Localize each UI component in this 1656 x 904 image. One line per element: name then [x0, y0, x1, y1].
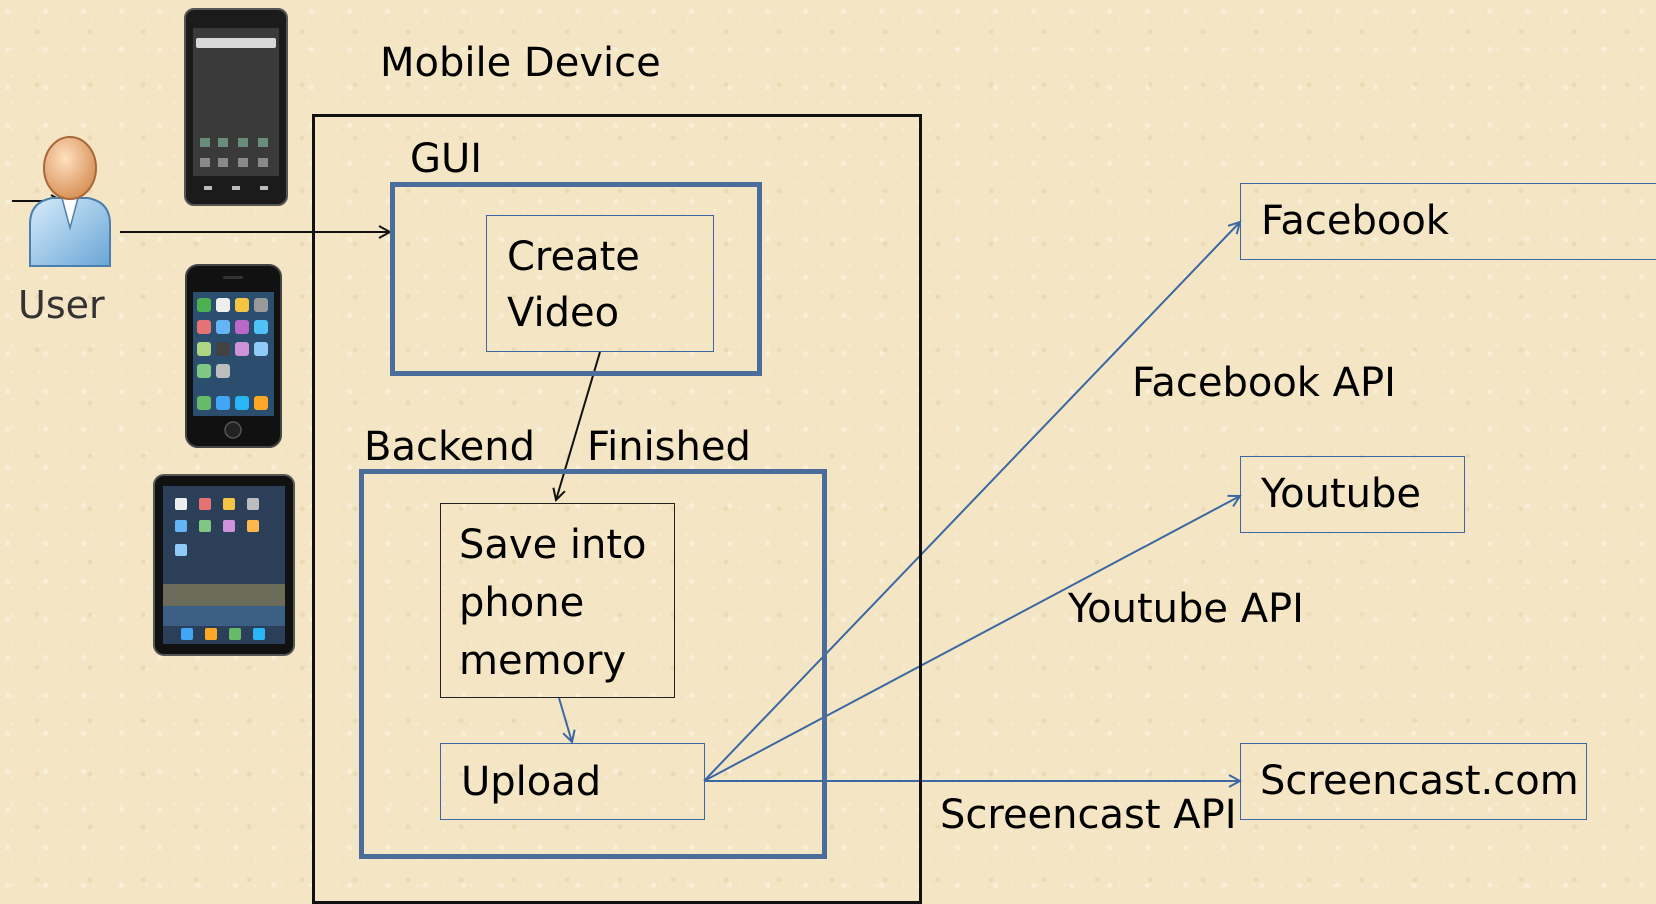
create-video-label: Create Video [507, 234, 640, 336]
facebook-api-label: Facebook API [1132, 360, 1396, 406]
upload-to-facebook-arrow [703, 222, 1240, 782]
backend-frame [359, 469, 827, 859]
save-memory-box [440, 503, 675, 698]
ipad-icon [153, 474, 295, 656]
user-icon [29, 136, 111, 267]
finished-label: Finished [587, 424, 751, 470]
mobile-device-title: Mobile Device [380, 40, 661, 86]
gui-frame [390, 182, 762, 376]
user-label: User [18, 283, 105, 327]
upload-label: Upload [461, 759, 602, 805]
upload-to-youtube-arrow [703, 496, 1240, 782]
backend-title: Backend [364, 424, 536, 470]
create-video-box [486, 215, 714, 352]
save-to-upload-arrow [558, 697, 572, 742]
screencast-box [1240, 743, 1587, 820]
youtube-box [1240, 456, 1465, 533]
facebook-box [1240, 183, 1656, 260]
upload-box [440, 743, 705, 820]
save-memory-label: Save into phone memory [459, 522, 647, 684]
screencast-label: Screencast.com [1260, 758, 1579, 804]
gui-title: GUI [410, 136, 483, 182]
iphone-icon [185, 264, 282, 448]
screencast-api-label: Screencast API [940, 792, 1237, 838]
facebook-label: Facebook [1261, 198, 1449, 244]
youtube-api-label: Youtube API [1068, 586, 1304, 632]
connector-layer [12, 0, 1656, 881]
android-phone-icon [184, 8, 288, 206]
create-to-save-arrow [556, 351, 601, 500]
youtube-label: Youtube [1261, 471, 1421, 517]
